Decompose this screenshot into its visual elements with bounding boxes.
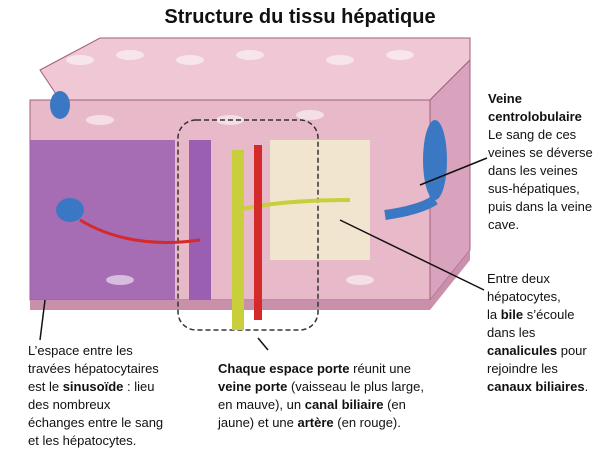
caption-text: et les hépatocytes. (28, 433, 137, 448)
caption-keyword: sinusoïde (62, 379, 124, 394)
caption-line: dans les (487, 324, 588, 342)
caption-keyword: artère (297, 415, 334, 430)
caption-text: rejoindre les (487, 361, 558, 376)
centrolobular-vein-caption: Veine centrolobulaire Le sang de ces veines… (488, 90, 593, 234)
caption-text: dans les (487, 325, 536, 340)
caption-keyword: canalicules (487, 343, 558, 358)
caption-text: des nombreux (28, 397, 111, 412)
caption-text: (en (383, 397, 406, 412)
caption-text: pour (557, 343, 587, 358)
sinusoid-caption: L’espace entre les travées hépatocytaires… (28, 342, 163, 450)
caption-text: jaune) et une (218, 415, 298, 430)
caption-text: . (584, 379, 589, 394)
caption-line: canaux biliaires. (487, 378, 588, 396)
caption-keyword: bile (500, 307, 524, 322)
caption-line: en mauve), un canal biliaire (en (218, 396, 424, 414)
caption-keyword: canaux biliaires (487, 379, 585, 394)
caption-keyword: centrolobulaire (488, 109, 582, 124)
caption-line: canalicules pour (487, 342, 588, 360)
caption-line: des nombreux (28, 396, 163, 414)
caption-line: hépatocytes, (487, 288, 588, 306)
caption-text: L’espace entre les (28, 343, 133, 358)
pointer-lines (39, 157, 488, 351)
caption-text: Entre deux (487, 271, 550, 286)
caption-line: Entre deux (487, 270, 588, 288)
caption-line: sus-hépatiques, (488, 180, 593, 198)
caption-keyword: canal biliaire (304, 397, 384, 412)
caption-line: Veine (488, 90, 593, 108)
caption-line: veine porte (vaisseau le plus large, (218, 378, 424, 396)
caption-line: échanges entre le sang (28, 414, 163, 432)
caption-line: puis dans la veine (488, 198, 593, 216)
caption-text: en mauve), un (218, 397, 305, 412)
caption-keyword: Veine (488, 91, 522, 106)
caption-text: (vaisseau le plus large, (287, 379, 424, 394)
caption-text: travées hépatocytaires (28, 361, 159, 376)
diagram-title: Structure du tissu hépatique (164, 6, 436, 28)
caption-keyword: Chaque espace porte (218, 361, 350, 376)
caption-text: hépatocytes, (487, 289, 561, 304)
caption-text: puis dans la veine (488, 199, 593, 214)
tissue-block (29, 37, 471, 310)
caption-line: rejoindre les (487, 360, 588, 378)
caption-text: s’écoule (523, 307, 575, 322)
caption-text: échanges entre le sang (28, 415, 164, 430)
caption-text: réunit une (349, 361, 411, 376)
caption-line: Le sang de ces (488, 126, 593, 144)
caption-keyword: veine porte (218, 379, 288, 394)
caption-line: veines se déverse (488, 144, 593, 162)
caption-text: veines se déverse (488, 145, 593, 160)
caption-line: travées hépatocytaires (28, 360, 163, 378)
caption-text: (en rouge). (333, 415, 401, 430)
caption-line: cave. (488, 216, 593, 234)
lobule-pattern (66, 50, 414, 285)
caption-line: est le sinusoïde : lieu (28, 378, 163, 396)
caption-text: : lieu (123, 379, 155, 394)
caption-text: dans les veines (488, 163, 578, 178)
caption-text: cave. (488, 217, 520, 232)
centrolobular-vein-icon (50, 91, 447, 222)
caption-line: jaune) et une artère (en rouge). (218, 414, 424, 432)
caption-line: L’espace entre les (28, 342, 163, 360)
caption-line: la bile s’écoule (487, 306, 588, 324)
caption-text: sus-hépatiques, (488, 181, 580, 196)
caption-text: est le (28, 379, 63, 394)
caption-text: la (487, 307, 501, 322)
caption-line: et les hépatocytes. (28, 432, 163, 450)
caption-line: dans les veines (488, 162, 593, 180)
caption-line: Chaque espace porte réunit une (218, 360, 424, 378)
caption-text: Le sang de ces (488, 127, 577, 142)
caption-line: centrolobulaire (488, 108, 593, 126)
portal-space (79, 119, 351, 331)
